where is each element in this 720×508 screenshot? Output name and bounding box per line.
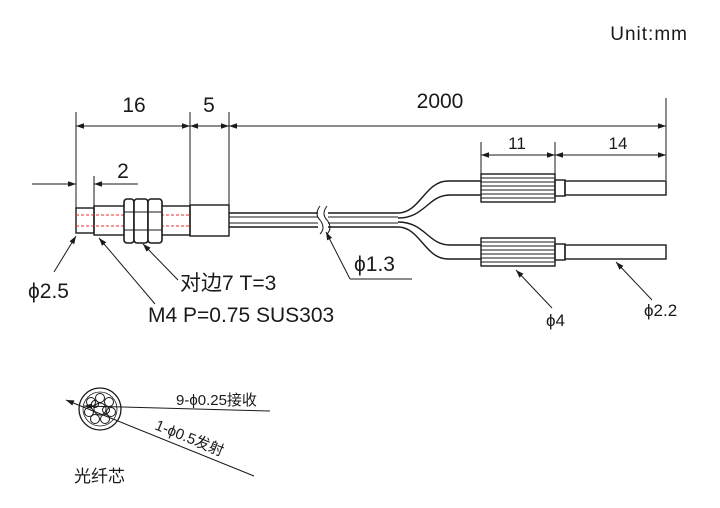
dimension-14: 14 [555,134,666,158]
upper-connector [480,173,667,203]
cable-boot [189,204,230,237]
unit-label: Unit:mm [610,24,688,45]
lower-connector [480,237,667,267]
callout-dia-2-5: ϕ2.5 [28,235,77,303]
receiver-fiber [95,393,105,403]
dimension-2000-label: 2000 [417,90,464,113]
callout-receive: 9-ϕ0.25接收 [83,392,271,412]
callout-dia-2-2: ϕ2.2 [615,261,677,320]
fiber-core-section [78,387,122,431]
receiver-fiber [90,414,100,424]
dimension-14-label: 14 [609,134,628,153]
hex-nuts [123,198,163,244]
dimension-11-label: 11 [508,134,526,153]
callout-emit-label: 1-ϕ0.5发射 [153,417,227,460]
callout-dia-4: ϕ4 [515,269,565,330]
dimension-16: 16 [76,94,190,129]
cable [229,180,481,260]
callout-thread: M4 P=0.75 SUS303 [98,237,334,327]
receiver-fiber [100,414,110,424]
callout-hex-nut: 对边7 T=3 [142,243,276,295]
fiber-core-title: 光纤芯 [74,467,125,486]
dimension-2: 2 [32,160,138,187]
dimension-2000: 2000 [229,90,666,129]
dimension-5-label: 5 [203,94,215,117]
callout-dia-2-2-label: ϕ2.2 [644,301,677,320]
receiver-fiber [106,407,116,417]
callout-dia-2-5-label: ϕ2.5 [28,280,69,303]
callout-dia-4-label: ϕ4 [546,311,565,330]
callout-dia-1-3-label: ϕ1.3 [354,253,395,276]
extension-lines [75,98,667,210]
dimension-2-label: 2 [117,160,129,183]
callout-receive-label: 9-ϕ0.25接收 [176,392,257,409]
dimension-11: 11 [481,134,555,158]
callout-thread-label: M4 P=0.75 SUS303 [148,304,334,327]
callout-hex-nut-label: 对边7 T=3 [180,272,276,295]
dimension-16-label: 16 [122,94,145,117]
callout-dia-1-3: ϕ1.3 [325,231,412,280]
dimension-5: 5 [190,94,229,129]
callout-emit: 1-ϕ0.5发射 [65,399,255,477]
